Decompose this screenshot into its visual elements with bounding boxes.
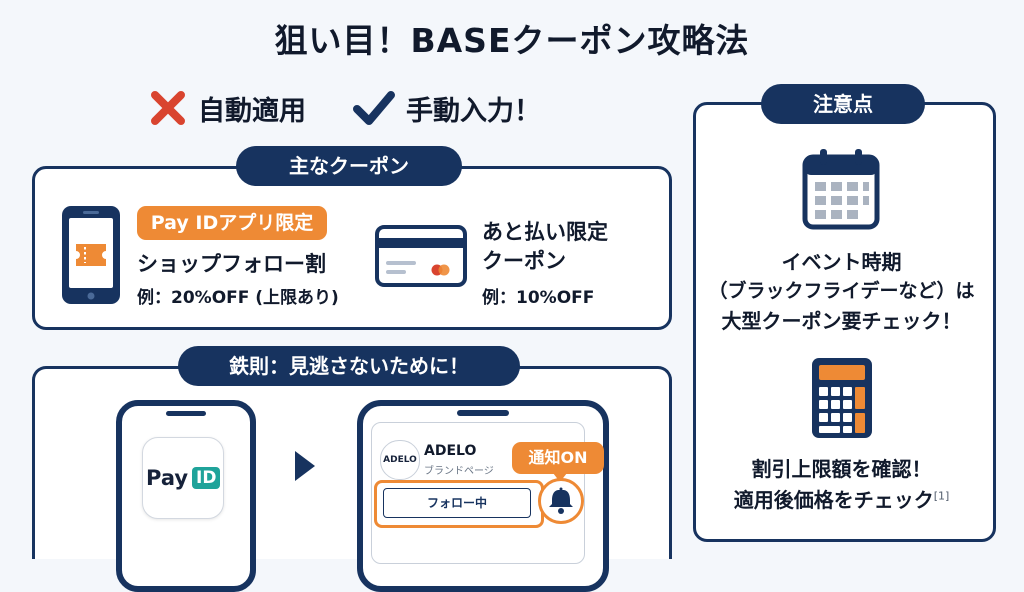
coupon2-example: 例：10%OFF (482, 288, 595, 308)
payid-logo: Pay ID (146, 466, 221, 490)
coupon2-name-line2: クーポン (482, 249, 566, 273)
notify-on-tag: 通知ON (512, 442, 604, 474)
notes-header: 注意点 (761, 84, 925, 124)
notify-tag-pointer (553, 473, 567, 482)
credit-card-icon (375, 225, 467, 287)
rule-header: 鉄則：見逃さないために！ (178, 346, 520, 386)
coupon1-name: ショップフォロー割 (137, 252, 326, 276)
note1-line3: 大型クーポン要チェック！ (721, 309, 962, 333)
note2-line2: 適用後価格をチェック (733, 488, 934, 512)
main-coupons-header: 主なクーポン (236, 146, 462, 186)
payid-logo-pay: Pay (146, 466, 189, 490)
phone-coupon-icon (62, 206, 120, 304)
auto-apply-label: 自動適用 (198, 95, 306, 127)
bell-icon (549, 487, 573, 514)
manual-input-label: 手動入力！ (406, 95, 541, 127)
manual-input-row: 手動入力！ (352, 88, 541, 128)
auto-apply-row: 自動適用 (148, 88, 306, 128)
check-icon (353, 91, 395, 125)
calendar-icon (802, 149, 880, 230)
pay-id-tag: Pay IDアプリ限定 (137, 206, 327, 240)
note1-line1: イベント時期 (781, 250, 902, 274)
brand-name: ADELO (424, 443, 477, 459)
brand-logo: ADELO (380, 440, 420, 480)
coupon2-name-line1: あと払い限定 (482, 220, 608, 244)
page-title: 狙い目！BASEクーポン攻略法 (274, 21, 750, 60)
cross-icon (151, 91, 185, 125)
note2-reference: [1] (933, 489, 950, 503)
brand-subtitle: ブランドページ (424, 466, 494, 477)
arrow-right-icon (295, 451, 315, 481)
note1-line2: （ブラックフライデーなど）は (708, 280, 975, 302)
follow-button[interactable]: フォロー中 (383, 488, 531, 518)
note2-line2-row: 適用後価格をチェック[1] (693, 484, 990, 513)
coupon1-example: 例：20%OFF (上限あり) (137, 288, 339, 308)
payid-logo-id: ID (192, 467, 221, 489)
calculator-icon (812, 358, 872, 438)
note2-line1: 割引上限額を確認！ (751, 457, 932, 481)
